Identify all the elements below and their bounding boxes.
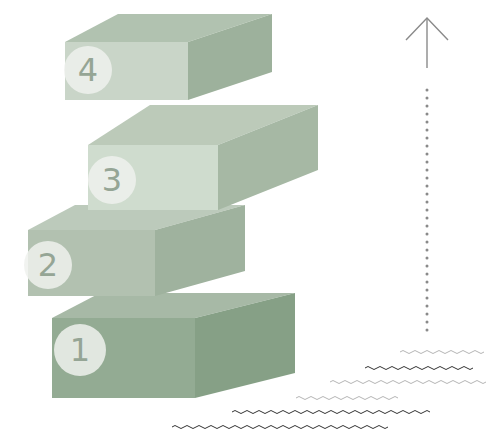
step-number: 1: [54, 331, 106, 369]
number-circle: [64, 46, 112, 94]
up-arrow: [406, 18, 448, 332]
step-block: 3: [88, 105, 318, 210]
box-face: [188, 14, 272, 100]
step-number: 4: [64, 51, 112, 89]
step-block: 4: [65, 14, 272, 100]
step-block: 1: [52, 293, 295, 398]
box-face: [195, 293, 295, 398]
step-number: 3: [88, 161, 136, 199]
box-face: [65, 42, 188, 100]
block-shape: [28, 205, 245, 296]
box-face: [88, 145, 218, 210]
step-number: 2: [24, 246, 72, 284]
step-block: 2: [28, 205, 245, 296]
box-face: [155, 205, 245, 296]
number-circle: [54, 324, 106, 376]
block-shape: [88, 105, 318, 210]
number-circle: [88, 156, 136, 204]
number-circle: [24, 241, 72, 289]
box-face: [52, 318, 195, 398]
box-face: [218, 105, 318, 210]
